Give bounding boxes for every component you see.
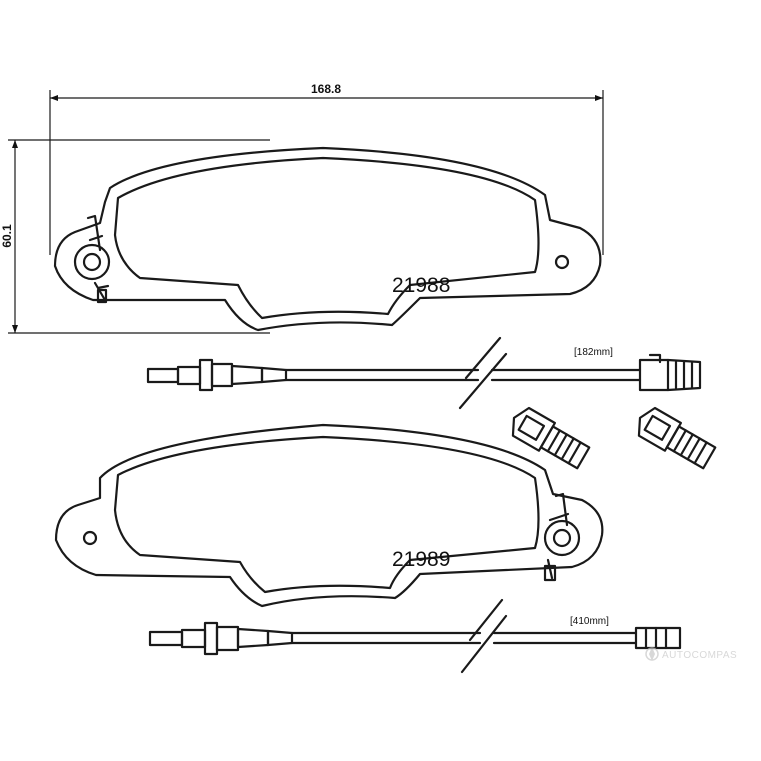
sensor-connector [511, 406, 591, 470]
wire-length-label: [410mm] [570, 616, 609, 627]
brake-pad-outline [54, 423, 604, 608]
width-dimension-label: 168.8 [311, 82, 341, 96]
sensor-connector [637, 406, 717, 470]
height-dimension: 60.1 [0, 139, 270, 334]
part-number-label: 21989 [392, 548, 450, 571]
height-dimension-label: 60.1 [0, 224, 14, 248]
width-dimension: 168.8 [49, 82, 604, 255]
wear-sensor-wire [146, 336, 702, 410]
wear-sensor-wire [148, 598, 682, 674]
part-number-label: 21988 [392, 274, 450, 297]
watermark-text: AUTOCOMPAS [662, 650, 737, 661]
brake-pad-outline [53, 146, 602, 332]
watermark: AUTOCOMPAS [645, 647, 737, 661]
wire-length-label: [182mm] [574, 347, 613, 358]
compass-logo-icon [645, 647, 659, 661]
